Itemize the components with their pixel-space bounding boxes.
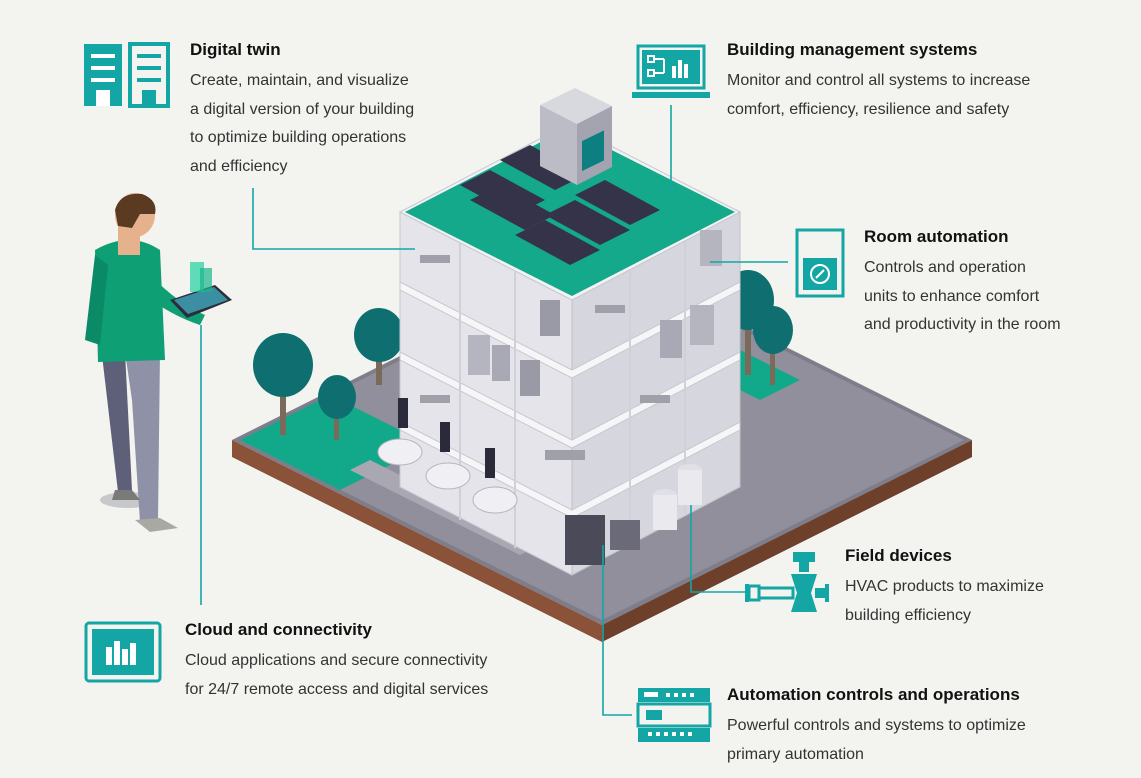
connector-lines [200,105,788,716]
monitor-dashboard-icon [632,44,710,98]
automation-controls-section: Automation controls and operations Power… [727,684,1127,769]
buildings-icon [84,42,170,108]
digital-twin-line-1: Create, maintain, and visualize [190,72,409,89]
tablet-chart-icon [84,621,162,683]
controller-module-icon [636,688,712,742]
digital-twin-line-3: to optimize building operations [190,129,407,146]
cloud-title: Cloud and connectivity [185,620,373,639]
bms-line-2: comfort, efficiency, resilience and safe… [727,100,1010,118]
roof [405,88,735,296]
valve-icon [745,552,829,612]
field-devices-line-1: HVAC products to maximize [845,578,1044,595]
person-with-tablet [85,193,232,532]
digital-twin-title: Digital twin [190,40,281,59]
automation-controls-line-1: Powerful controls and systems to optimiz… [727,717,1026,734]
connector-field [690,505,745,593]
automation-controls-title: Automation controls and operations [727,685,1020,704]
cloud-section: Cloud and connectivity Cloud application… [185,619,565,704]
room-automation-section: Room automation Controls and operation u… [864,226,1134,340]
field-devices-line-2: building efficiency [845,606,972,624]
digital-twin-section: Digital twin Create, maintain, and visua… [190,39,490,181]
automation-controls-line-2: primary automation [727,745,864,763]
cloud-line-2: for 24/7 remote access and digital servi… [185,680,489,698]
digital-twin-line-4: and efficiency [190,157,288,175]
digital-twin-line-2: a digital version of your building [190,100,415,118]
cars [377,398,518,514]
trees [253,270,793,440]
room-controller-icon [795,228,845,298]
room-automation-line-2: units to enhance comfort [864,287,1040,305]
connector-digital-twin [252,188,415,250]
field-devices-title: Field devices [845,546,952,565]
cloud-line-1: Cloud applications and secure connectivi… [185,652,488,669]
room-automation-line-3: and productivity in the room [864,316,1061,333]
room-automation-line-1: Controls and operation [864,259,1026,276]
bms-line-1: Monitor and control all systems to incre… [727,72,1031,89]
connector-automation [602,545,632,716]
bms-section: Building management systems Monitor and … [727,39,1117,124]
bms-title: Building management systems [727,40,978,59]
room-automation-title: Room automation [864,227,1009,246]
field-devices-section: Field devices HVAC products to maximize … [845,545,1115,630]
